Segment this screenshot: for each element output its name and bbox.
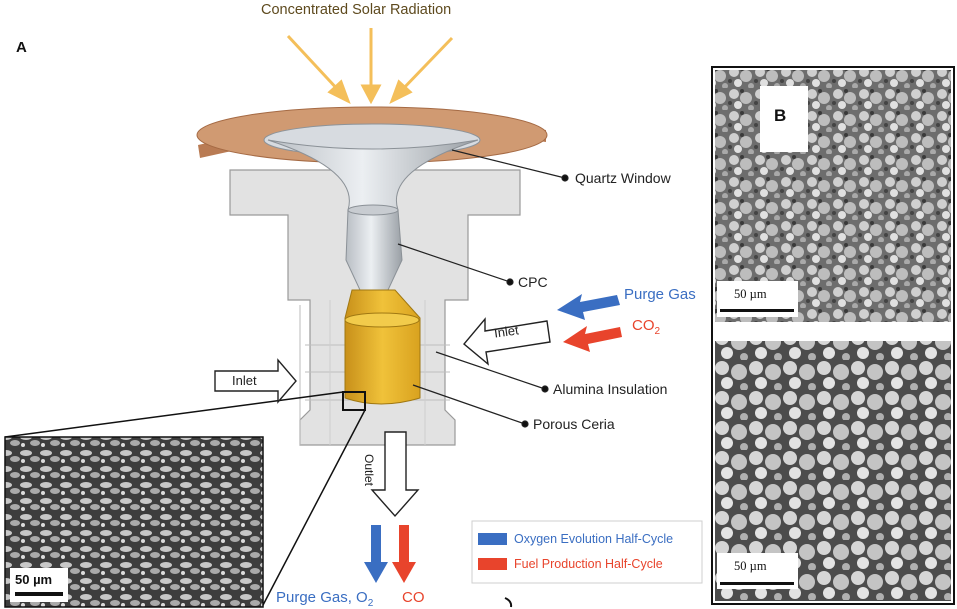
inlet-left-arrow bbox=[214, 358, 297, 404]
radiation-label: Concentrated Solar Radiation bbox=[261, 2, 452, 18]
porous-ceria-label: Porous Ceria bbox=[533, 416, 615, 432]
co2-label: CO2 bbox=[632, 317, 661, 337]
quartz-window-label: Quartz Window bbox=[575, 170, 671, 186]
panel-label-b: B bbox=[774, 106, 787, 125]
solar-radiation-arrows bbox=[286, 28, 454, 105]
alumina-insulation-label: Alumina Insulation bbox=[553, 381, 668, 397]
legend-fuel-production: Fuel Production Half-Cycle bbox=[514, 557, 663, 571]
b-top-scale-label: 50 µm bbox=[734, 287, 767, 301]
b-top-scale-bar bbox=[720, 309, 794, 312]
co-label: CO bbox=[402, 589, 425, 606]
porous-ceria-cylinder bbox=[342, 289, 421, 411]
purge-gas-o2-label: Purge Gas, O2 bbox=[276, 589, 374, 609]
panel-label-a: A bbox=[16, 39, 27, 56]
outlet-label: Outlet bbox=[362, 454, 376, 487]
cpc-label: CPC bbox=[518, 274, 548, 290]
inset-scale-bar bbox=[15, 592, 63, 596]
legend-swatch-blue bbox=[478, 533, 507, 545]
b-bottom-scale-bar bbox=[720, 582, 794, 585]
purge-gas-blue-arrow bbox=[557, 294, 620, 320]
cpc-cone bbox=[267, 139, 479, 291]
legend bbox=[471, 520, 703, 584]
legend-oxygen-evolution: Oxygen Evolution Half-Cycle bbox=[514, 532, 674, 546]
outlet-red-arrow bbox=[392, 525, 416, 583]
inset-sem-image bbox=[4, 436, 264, 608]
inlet-left-label: Inlet bbox=[232, 373, 257, 388]
legend-swatch-red bbox=[478, 558, 507, 570]
inlet-right-arrow bbox=[463, 317, 551, 366]
inset-zoom-lines bbox=[4, 391, 366, 608]
sem-image-top bbox=[715, 70, 951, 322]
inset-scale-label: 50 µm bbox=[15, 572, 53, 587]
b-bottom-scale-label: 50 µm bbox=[734, 559, 767, 573]
outlet-blue-arrow bbox=[364, 525, 388, 583]
outlet-arrow bbox=[370, 431, 420, 518]
co2-red-arrow bbox=[563, 326, 622, 352]
callout-lines bbox=[397, 149, 569, 428]
purge-gas-label: Purge Gas bbox=[624, 286, 696, 303]
panel-b bbox=[711, 66, 955, 605]
